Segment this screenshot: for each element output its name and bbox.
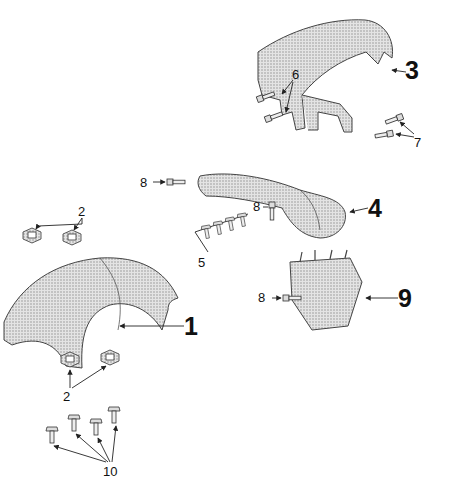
callout-number: 9 — [398, 286, 412, 311]
callout-number: 10 — [103, 465, 117, 478]
callout-number: 2 — [78, 205, 85, 218]
callout-number: 8 — [253, 200, 260, 213]
callout-number: 7 — [414, 136, 421, 149]
callout-number: 4 — [368, 196, 382, 221]
callout-number: 3 — [405, 58, 419, 83]
callout-number: 5 — [198, 256, 205, 269]
callout-number: 1 — [184, 314, 198, 339]
callout-number: 6 — [292, 68, 299, 81]
callout-number: 8 — [140, 176, 147, 189]
callout-number: 2 — [63, 390, 70, 403]
callout-number: 8 — [258, 291, 265, 304]
